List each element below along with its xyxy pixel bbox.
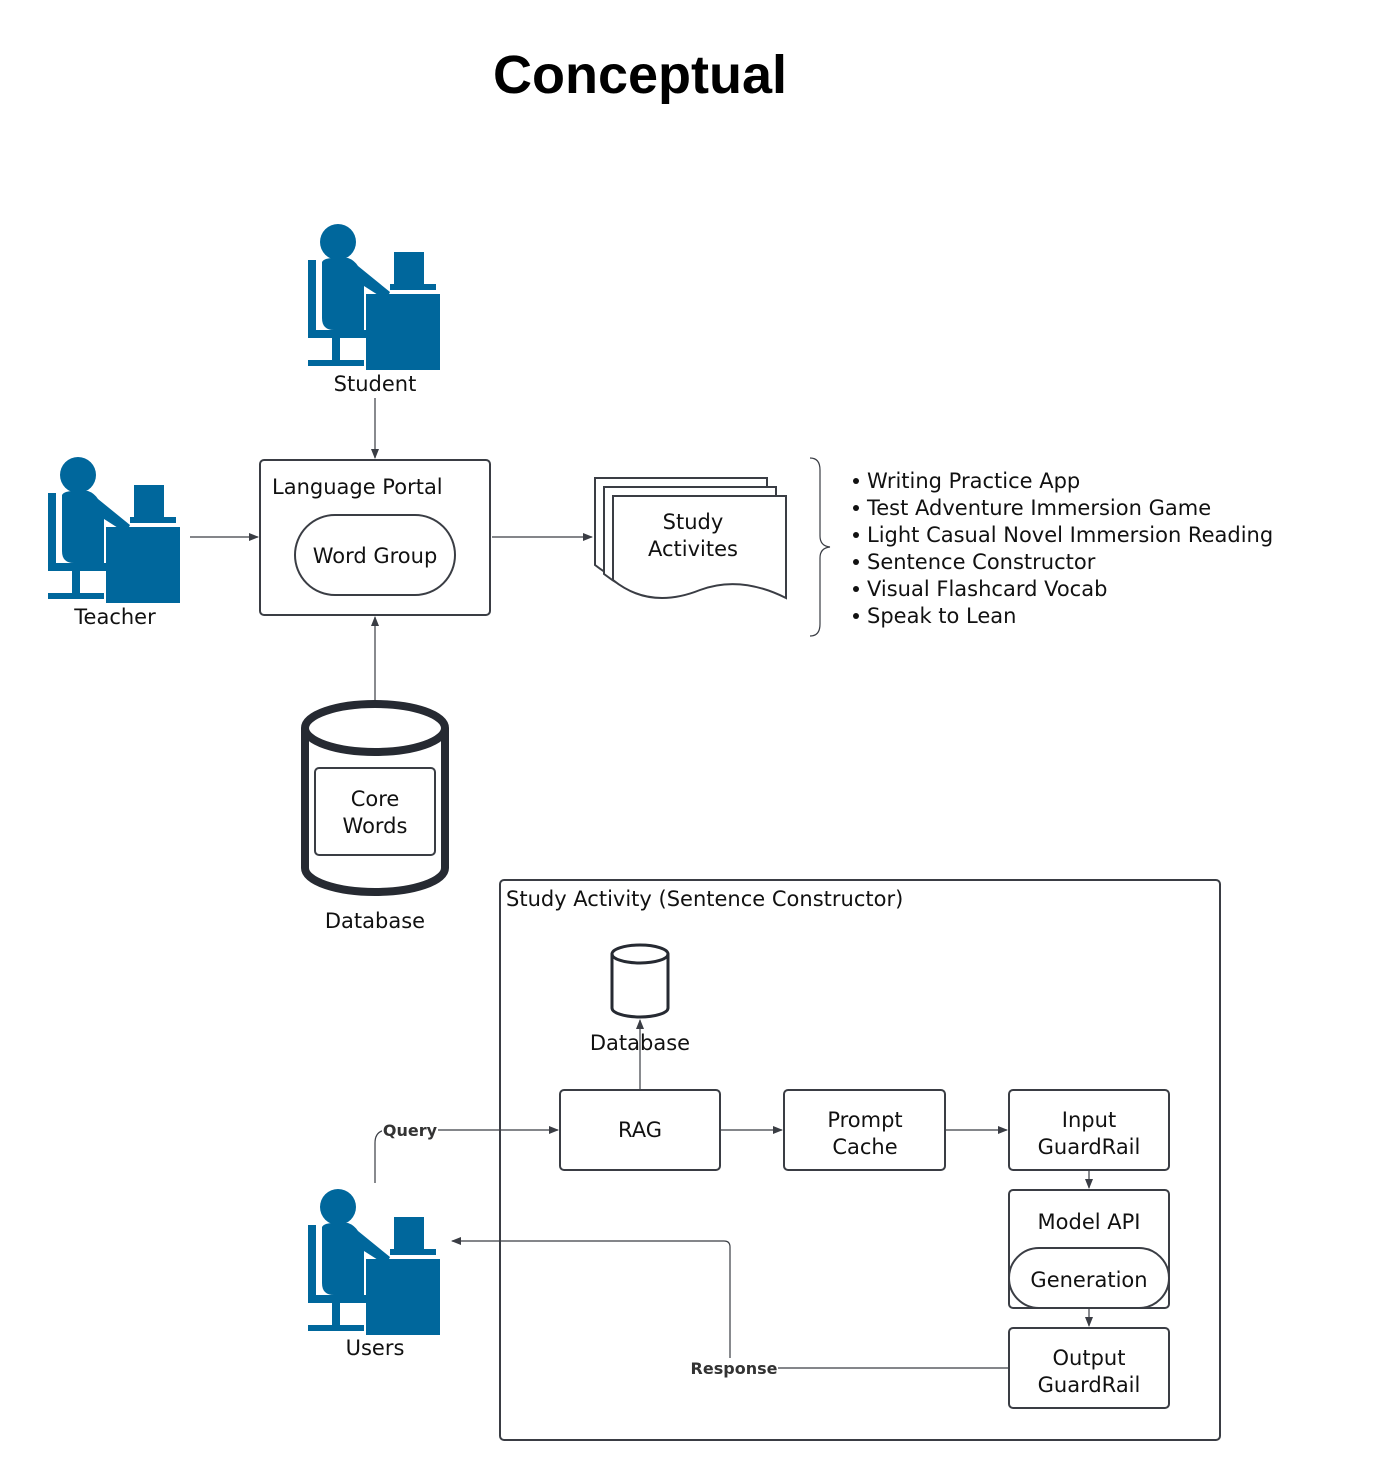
model-api-label: Model API — [1038, 1210, 1141, 1234]
core-words-line2: Words — [343, 814, 408, 838]
activity-list-item: Test Adventure Immersion Game — [866, 496, 1211, 520]
core-words-inner-box — [314, 767, 436, 856]
student-label: Student — [334, 372, 417, 396]
rag-box — [559, 1089, 721, 1171]
study-activities-documents: Study Activites — [594, 477, 787, 600]
rag-database-icon — [610, 943, 670, 1019]
response-label: Response — [691, 1359, 778, 1378]
activity-bullet-dot — [853, 586, 859, 592]
student-person-icon — [308, 224, 440, 370]
language-portal-label: Language Portal — [272, 475, 443, 499]
prompt-cache-box — [783, 1089, 946, 1171]
core-database-label: Database — [325, 909, 425, 933]
generation-pill — [1008, 1247, 1170, 1309]
activity-bullet-dot — [853, 505, 859, 511]
activity-bullet-dot — [853, 559, 859, 565]
generation-label: Generation — [1030, 1268, 1147, 1292]
language-portal-box: Language Portal Word Group — [259, 459, 491, 616]
activity-list-item: Visual Flashcard Vocab — [867, 577, 1107, 601]
activity-list-brace — [809, 457, 831, 637]
query-label-bg — [382, 1120, 438, 1140]
activity-list-item: Writing Practice App — [867, 469, 1080, 493]
teacher-label: Teacher — [73, 605, 156, 629]
prompt-cache-line2: Cache — [832, 1135, 897, 1159]
word-group-label: Word Group — [313, 544, 438, 568]
page-title: Conceptual — [493, 45, 787, 105]
output-guardrail-line1: Output — [1053, 1346, 1126, 1370]
core-words-line1: Core — [351, 787, 400, 811]
activity-bullet-dot — [853, 613, 859, 619]
input-guardrail-line1: Input — [1062, 1108, 1116, 1132]
study-activities-line2: Activites — [648, 537, 738, 561]
word-group-pill — [294, 514, 456, 596]
core-words-database-icon: Core Words — [301, 700, 449, 896]
input-guardrail-line2: GuardRail — [1038, 1135, 1141, 1159]
activity-list-item: Speak to Lean — [867, 604, 1016, 628]
prompt-cache-line1: Prompt — [827, 1108, 902, 1132]
response-connector — [451, 1237, 1008, 1369]
teacher-person-icon — [48, 457, 180, 603]
output-guardrail-line2: GuardRail — [1038, 1373, 1141, 1397]
response-label-bg — [690, 1358, 778, 1378]
query-label: Query — [383, 1121, 438, 1140]
sentence-constructor-label: Study Activity (Sentence Constructor) — [506, 887, 903, 911]
input-guardrail-box — [1008, 1089, 1170, 1171]
users-label: Users — [346, 1336, 405, 1360]
activity-list-item: Light Casual Novel Immersion Reading — [867, 523, 1273, 547]
rag-label: RAG — [618, 1118, 662, 1142]
activity-bullet-dot — [853, 478, 859, 484]
activity-bullet-dot — [853, 532, 859, 538]
activity-list-item: Sentence Constructor — [867, 550, 1096, 574]
users-person-icon — [308, 1189, 440, 1335]
study-activities-line1: Study — [663, 510, 724, 534]
output-guardrail-box — [1008, 1327, 1170, 1409]
